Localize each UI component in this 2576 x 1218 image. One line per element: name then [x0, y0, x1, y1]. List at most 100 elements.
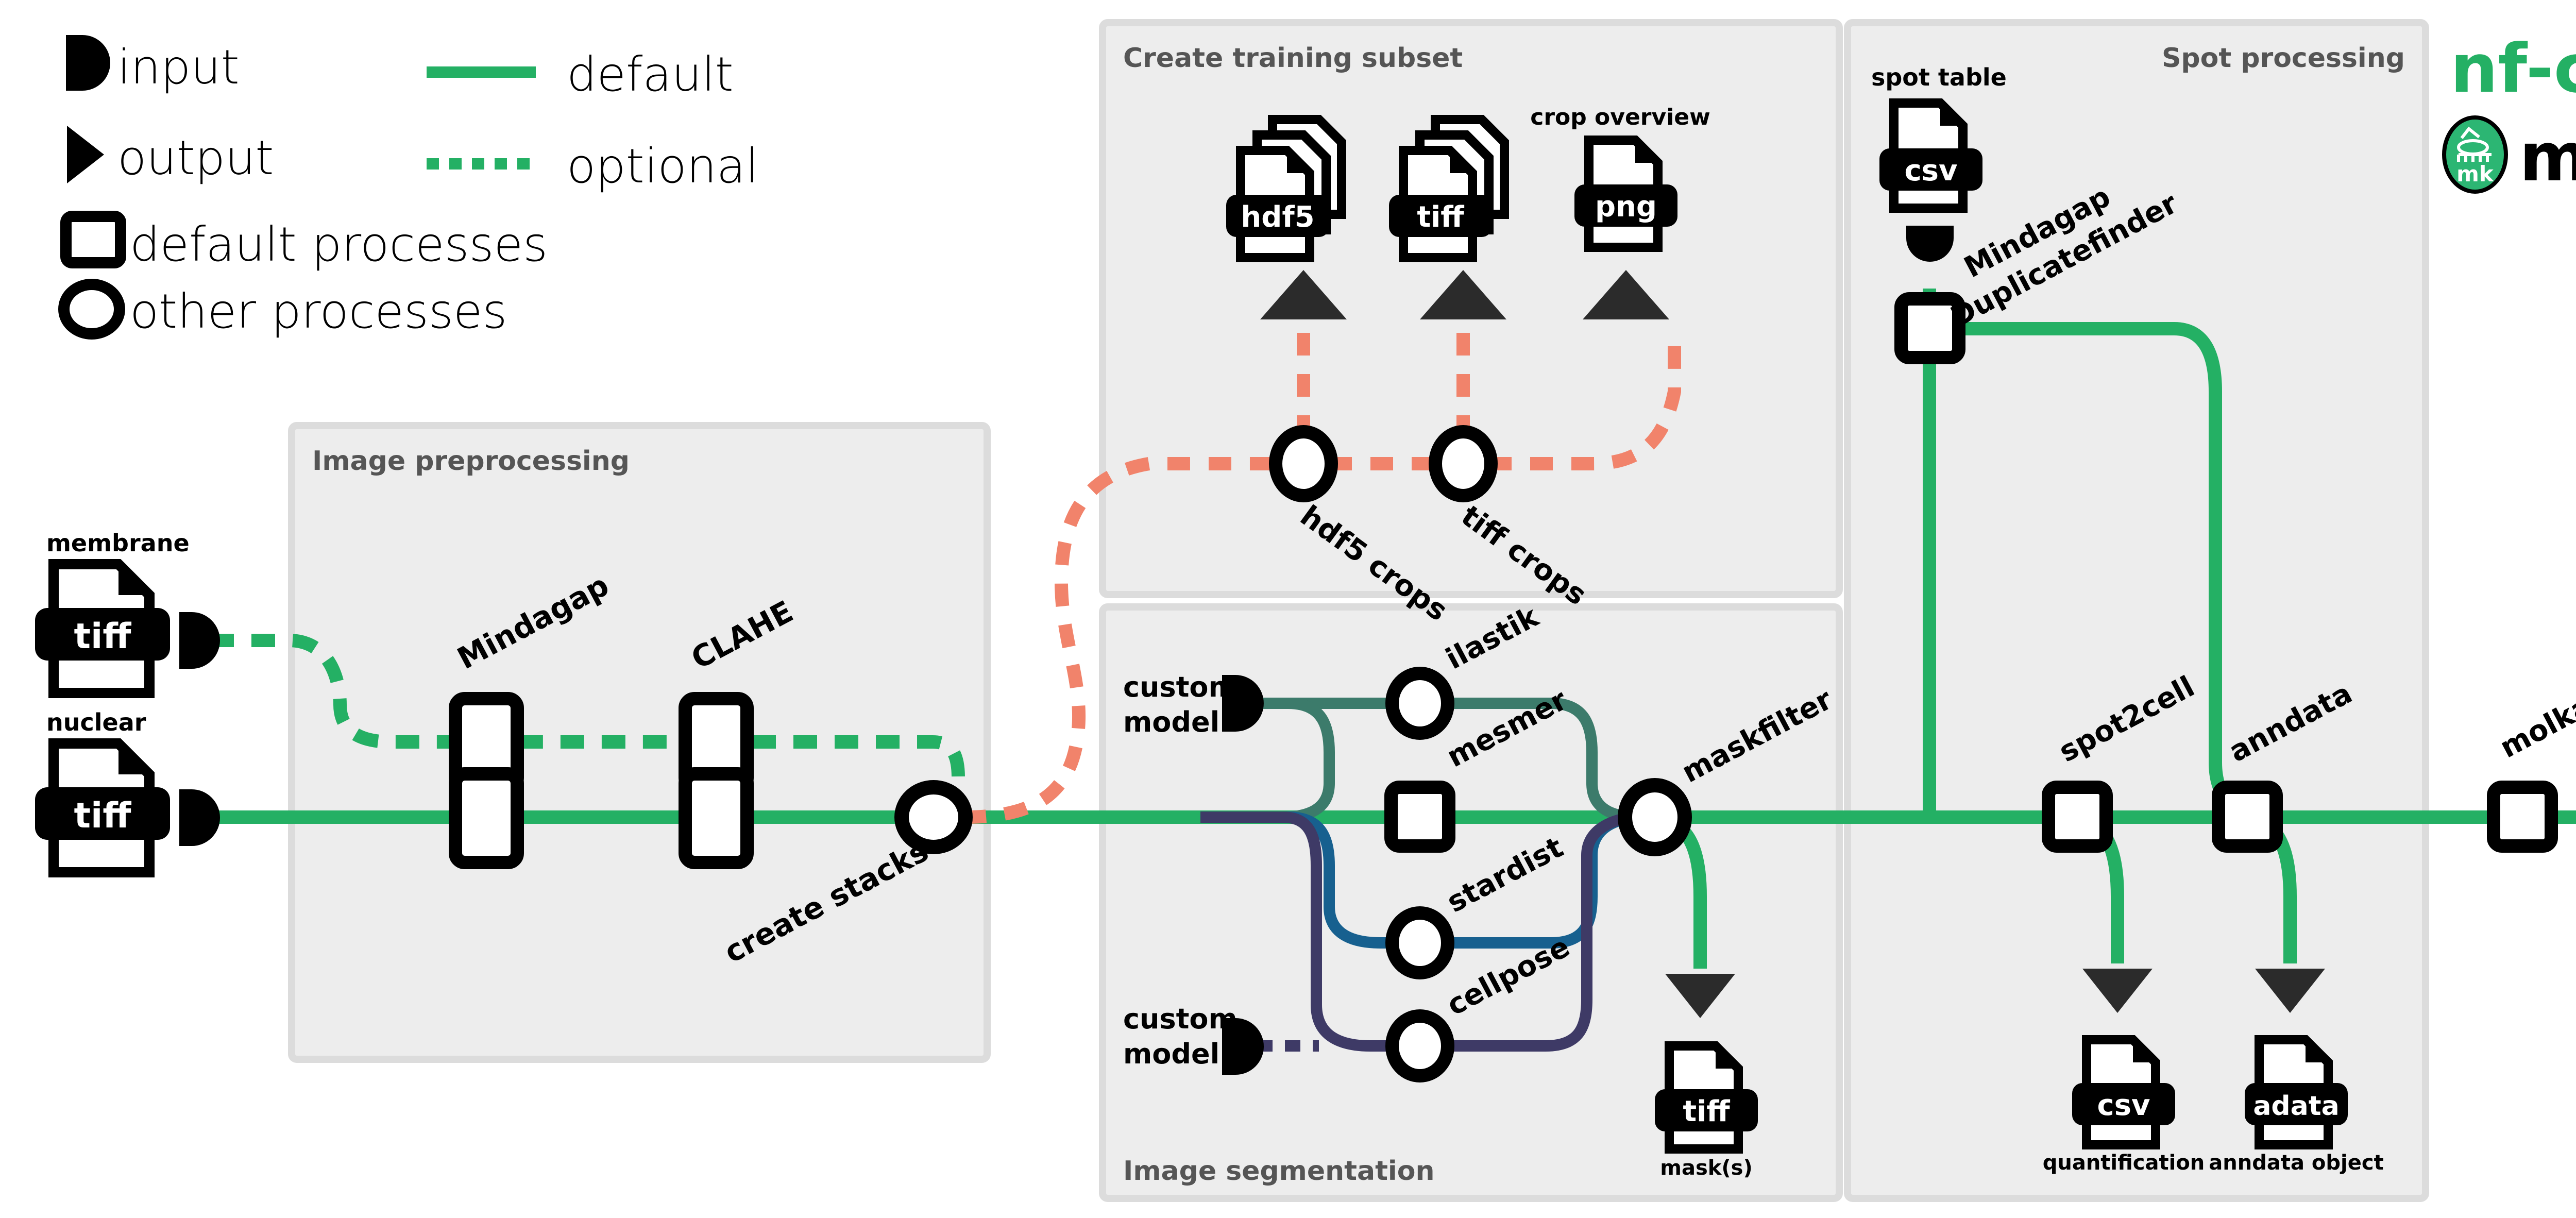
input-spot-table-caption: spot table	[1871, 63, 2007, 91]
file-fold	[2133, 1040, 2156, 1062]
process-spot2cell-square[interactable]	[2042, 781, 2113, 853]
file-fold	[1940, 103, 1963, 126]
output-file-masks: tiff mask(s)	[1655, 974, 1758, 1180]
output-triangle-icon	[2082, 969, 2153, 1013]
panel-image-segmentation-title: Image segmentation	[1123, 1156, 1435, 1187]
process-stardist-circle[interactable]	[1385, 906, 1454, 979]
process-mindagap-duplicatefinder-square[interactable]	[1894, 292, 1965, 364]
legend-input-row: input	[66, 35, 240, 95]
input-custom-model-ilastik: custom model	[1123, 671, 1264, 738]
output-anndata-object-ext: adata	[2253, 1091, 2339, 1122]
flow-optional-crops	[963, 330, 1681, 824]
file-band	[1655, 1089, 1758, 1131]
custom-model-ilastik-label-line2: model	[1123, 706, 1219, 738]
legend-default-process-row: default processes	[60, 211, 548, 272]
output-crop-overview-caption: crop overview	[1530, 104, 1710, 130]
process-hdf5-crops-circle[interactable]	[1269, 425, 1338, 502]
legend-default-line-row: default	[427, 47, 734, 102]
panel-image-preprocessing-title: Image preprocessing	[312, 446, 630, 477]
file-band	[2245, 1083, 2348, 1125]
input-marker-icon	[179, 789, 220, 846]
output-triangle-icon	[1665, 974, 1735, 1018]
circle-icon	[58, 279, 125, 340]
process-ilastik-circle[interactable]	[1385, 667, 1454, 740]
process-cellpose-circle[interactable]	[1385, 1009, 1454, 1082]
panel-spot-processing-title: Spot processing	[2162, 43, 2405, 74]
legend-default-line-label: default	[567, 47, 734, 102]
file-fold	[118, 564, 149, 595]
input-spot-table-ext: csv	[1904, 154, 1957, 188]
output-triangle-icon	[1420, 270, 1506, 319]
output-masks-caption: mask(s)	[1660, 1156, 1752, 1180]
output-file-hdf5: hdf5	[1226, 115, 1346, 262]
custom-model-cellpose-label-line1: custom	[1123, 1003, 1238, 1035]
file-fold	[1287, 150, 1310, 173]
input-marker-icon	[66, 35, 110, 91]
input-file-nuclear: nuclear tiff	[35, 708, 220, 877]
process-molkartqc-label: molkartqc	[2495, 658, 2576, 765]
legend-output-label: output	[117, 130, 274, 185]
badge-label: mk	[2456, 161, 2494, 187]
panel-image-preprocessing-body	[288, 422, 991, 1063]
panel-spot-processing: Spot processing	[1844, 19, 2429, 1202]
input-file-membrane: membrane tiff	[35, 529, 220, 698]
panel-image-preprocessing: Image preprocessing	[288, 422, 991, 1063]
file-fold	[1450, 150, 1472, 173]
output-triangle-icon	[67, 126, 104, 183]
file-fold	[1716, 1046, 1738, 1069]
process-anndata-square[interactable]	[2212, 781, 2283, 853]
legend-default-processes-label: default processes	[130, 217, 548, 272]
panel-create-training-subset-title: Create training subset	[1123, 43, 1463, 74]
legend-other-process-row: other processes	[58, 279, 507, 340]
output-file-quantification: csv quantification	[2043, 969, 2205, 1175]
legend-optional-line-label: optional	[567, 139, 759, 194]
output-masks-ext: tiff	[1683, 1095, 1730, 1128]
file-fold	[1635, 140, 1658, 163]
input-marker-icon	[1222, 675, 1264, 732]
output-file-crop-overview: crop overview png	[1530, 104, 1710, 252]
process-maskfilter-circle[interactable]	[1618, 778, 1692, 856]
input-membrane-caption: membrane	[46, 529, 190, 557]
file-fold	[2306, 1040, 2328, 1062]
file-fold	[118, 743, 149, 774]
logo-org-text: nf-core	[2450, 29, 2576, 108]
square-icon	[60, 211, 126, 268]
process-create-stacks-circle[interactable]	[894, 780, 973, 854]
input-file-spot-table: spot table csv	[1871, 63, 2007, 262]
output-arrows-training-subset	[1260, 270, 1669, 319]
process-mesmer-square[interactable]	[1384, 781, 1455, 853]
input-marker-icon	[1222, 1018, 1264, 1075]
panel-spot-processing-body	[1844, 19, 2429, 1202]
input-nuclear-caption: nuclear	[46, 708, 146, 736]
output-quantification-caption: quantification	[2043, 1151, 2205, 1175]
input-nuclear-ext: tiff	[74, 796, 132, 836]
process-mindagap-bottom-square[interactable]	[449, 767, 524, 869]
nf-core-logo: nf-core / mk molkart	[2442, 29, 2576, 196]
legend-output-row: output	[67, 126, 274, 185]
output-triangle-icon	[1260, 270, 1347, 319]
process-molkartqc-square[interactable]	[2487, 781, 2558, 853]
output-quantification-ext: csv	[2097, 1089, 2150, 1122]
output-triangle-icon	[2255, 969, 2325, 1013]
flow-segmentation-branches	[1200, 698, 1707, 1052]
output-crop-overview-ext: png	[1595, 190, 1657, 224]
legend-other-processes-label: other processes	[130, 284, 507, 339]
input-membrane-ext: tiff	[74, 616, 132, 657]
input-marker-icon	[179, 612, 220, 669]
file-band	[1226, 195, 1329, 237]
legend-optional-line-row: optional	[427, 139, 759, 194]
logo-pipeline-text: molkart	[2519, 118, 2576, 196]
output-tiff-crops-ext: tiff	[1417, 200, 1464, 234]
output-triangle-icon	[1583, 270, 1669, 319]
output-file-tiff-crops: tiff	[1389, 115, 1509, 262]
legend: input output default processes other pro…	[58, 35, 759, 340]
process-tiff-crops-circle[interactable]	[1429, 425, 1498, 502]
file-band	[35, 608, 170, 661]
input-marker-icon	[1906, 226, 1954, 262]
file-band	[35, 787, 170, 840]
input-custom-model-cellpose: custom model	[1123, 1003, 1264, 1075]
file-band	[1879, 148, 1982, 191]
process-clahe-bottom-square[interactable]	[679, 767, 754, 869]
custom-model-cellpose-label-line2: model	[1123, 1038, 1219, 1070]
custom-model-ilastik-label-line1: custom	[1123, 671, 1238, 703]
